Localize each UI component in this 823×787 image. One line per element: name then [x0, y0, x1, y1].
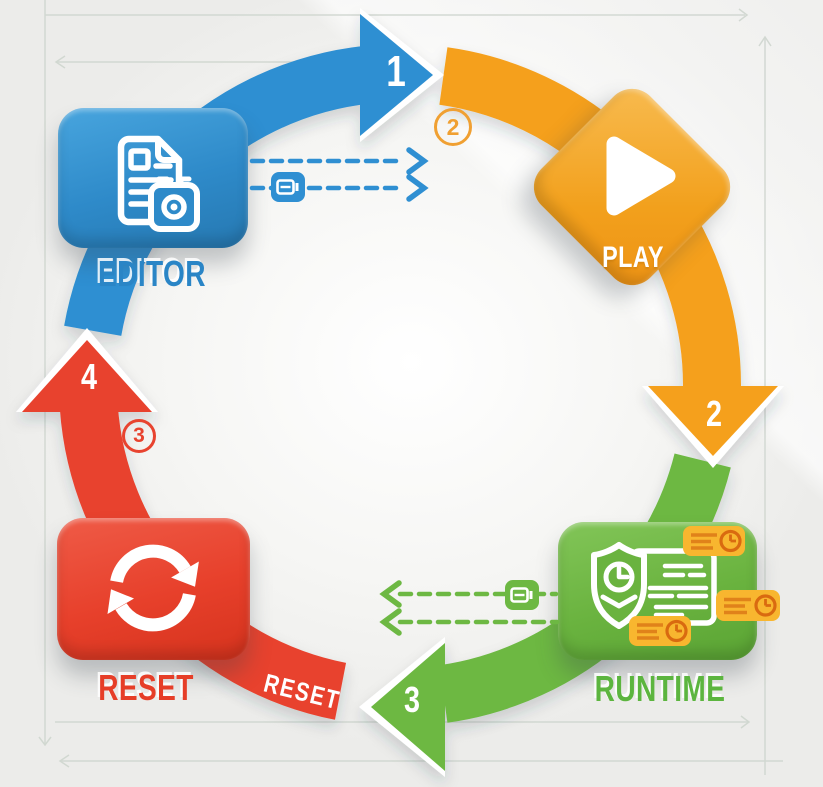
runtime-label: RUNTIME [594, 668, 726, 709]
data-card-badge-blue [271, 172, 305, 202]
step-1-number: 1 [386, 47, 406, 96]
guide-arrow-down-icon [38, 736, 52, 747]
step-3-number: 3 [403, 679, 421, 720]
arrow-right-icon [406, 147, 429, 175]
step-4-number: 4 [80, 356, 98, 397]
circled-step-3: 3 [122, 419, 156, 453]
guide-arrow-right2-icon [740, 715, 751, 729]
circled-step-2: 2 [434, 108, 472, 146]
guide-arrow-left2-icon [58, 754, 70, 768]
play-icon [606, 136, 676, 216]
play-label: PLAY [602, 241, 664, 274]
reset-label: RESET [98, 667, 194, 708]
guide-arrow-up-icon [758, 35, 772, 47]
step-arrow-3 [371, 643, 445, 771]
arrow-right-icon [406, 174, 429, 202]
step-arrow-4 [22, 340, 152, 412]
step-arrow-2 [648, 386, 778, 456]
timer-badge-icon [629, 616, 691, 646]
editor-label: EDITOR [98, 253, 206, 294]
data-card-icon [276, 179, 299, 195]
guide-arrow-right-icon [738, 8, 749, 22]
arrow-left-icon [379, 580, 402, 608]
reset-node [57, 518, 250, 660]
timer-badge-icon [683, 526, 745, 556]
data-card-icon [510, 587, 533, 603]
document-snapshot-icon [117, 135, 200, 232]
shield-clock-panel-icon [591, 542, 717, 629]
step-arrow-1 [360, 14, 433, 136]
data-card-badge-green [505, 580, 539, 610]
runtime-output-connectors [379, 580, 560, 636]
step-2-number: 2 [705, 393, 723, 434]
refresh-icon [107, 544, 199, 632]
arrow-left-icon [379, 608, 402, 636]
timer-badge-icon [716, 590, 780, 621]
guide-arrow-left-icon [54, 55, 66, 69]
